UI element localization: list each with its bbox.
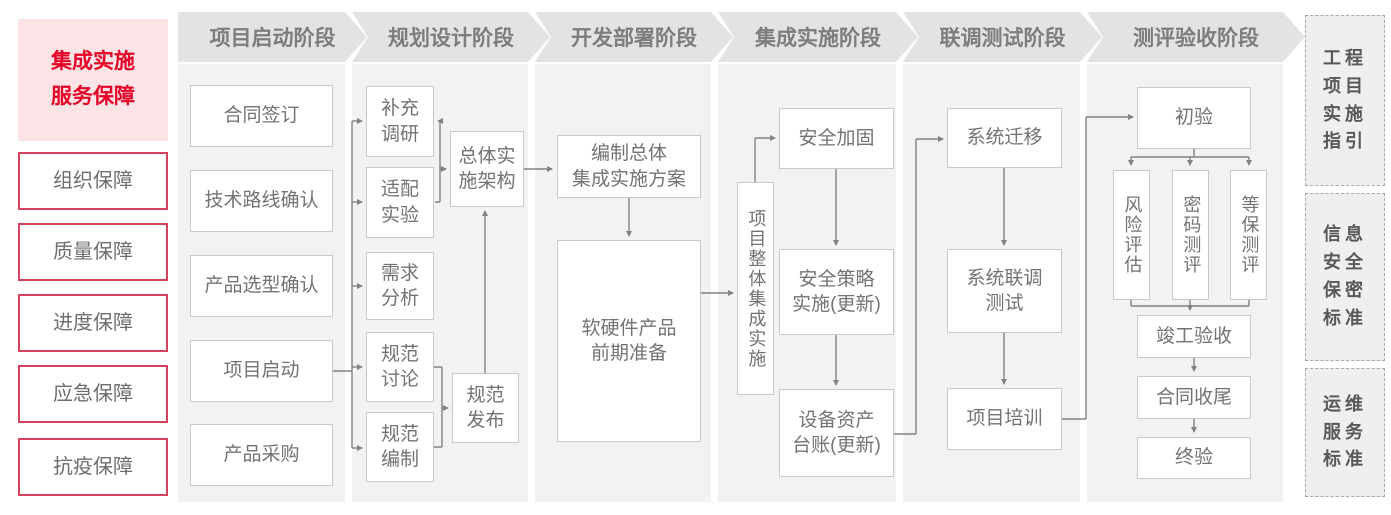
node-cryptography-evaluation: 密码测评 xyxy=(1172,170,1209,300)
node-overall-project-integration: 项目整体集成实施 xyxy=(737,182,774,395)
node-overall-implementation-architecture: 总体实 施架构 xyxy=(450,131,524,207)
sidebar-title: 集成实施 服务保障 xyxy=(18,19,168,141)
node-security-hardening: 安全加固 xyxy=(779,108,894,169)
node-completion-acceptance: 竣工验收 xyxy=(1137,315,1251,358)
node-tech-route-confirm: 技术路线确认 xyxy=(190,170,333,232)
node-supplementary-research: 补充 调研 xyxy=(366,86,434,157)
node-spec-release: 规范 发布 xyxy=(452,373,519,443)
node-system-joint-test: 系统联调 测试 xyxy=(947,249,1062,333)
node-contract-signing: 合同签订 xyxy=(190,85,333,147)
standard-project-implementation-guide: 工程 项目 实施 指引 xyxy=(1305,15,1385,186)
node-requirement-analysis: 需求 分析 xyxy=(366,252,434,320)
node-product-procurement: 产品采购 xyxy=(190,424,333,486)
phase-banner-integration: 集成实施阶段 xyxy=(718,12,918,62)
phase-banner-planning-design: 规划设计阶段 xyxy=(352,12,550,62)
phase-banner-joint-test: 联调测试阶段 xyxy=(903,12,1102,62)
phase-banner-dev-deploy: 开发部署阶段 xyxy=(535,12,733,62)
node-system-migration: 系统迁移 xyxy=(947,108,1062,168)
node-product-selection-confirm: 产品选型确认 xyxy=(190,255,333,317)
node-contract-closure: 合同收尾 xyxy=(1137,376,1251,419)
standard-om-service: 运维 服务 标准 xyxy=(1305,368,1385,497)
phase-label: 规划设计阶段 xyxy=(388,27,514,50)
node-risk-assessment: 风险评估 xyxy=(1113,170,1150,300)
phase-banner-project-start: 项目启动阶段 xyxy=(178,12,367,62)
sidebar-item-quality-guarantee: 质量保障 xyxy=(18,223,168,281)
sidebar-item-emergency-guarantee: 应急保障 xyxy=(18,365,168,423)
node-classified-protection-evaluation: 等保测评 xyxy=(1230,170,1267,300)
phase-banner-acceptance: 测评验收阶段 xyxy=(1087,12,1305,62)
phase-label: 测评验收阶段 xyxy=(1133,27,1259,50)
phase-label: 集成实施阶段 xyxy=(755,27,881,50)
node-adaptation-experiment: 适配 实验 xyxy=(366,167,434,238)
node-spec-drafting: 规范 编制 xyxy=(366,412,434,482)
node-spec-discussion: 规范 讨论 xyxy=(366,332,434,402)
sidebar-item-epidemic-guarantee: 抗疫保障 xyxy=(18,438,168,496)
sidebar-item-schedule-guarantee: 进度保障 xyxy=(18,294,168,352)
phase-label: 开发部署阶段 xyxy=(571,27,697,50)
node-hw-sw-preparation: 软硬件产品 前期准备 xyxy=(557,240,701,442)
node-final-acceptance: 终验 xyxy=(1137,437,1251,479)
standard-infosec-confidentiality: 信息 安全 保密 标准 xyxy=(1305,193,1385,361)
phase-label: 项目启动阶段 xyxy=(209,27,336,50)
node-project-training: 项目培训 xyxy=(947,388,1062,450)
sidebar-item-organization-guarantee: 组织保障 xyxy=(18,152,168,210)
node-overall-integration-plan: 编制总体 集成实施方案 xyxy=(557,135,701,198)
node-equipment-asset-ledger: 设备资产 台账(更新) xyxy=(779,389,894,477)
node-project-kickoff: 项目启动 xyxy=(190,340,333,402)
phase-label: 联调测试阶段 xyxy=(939,27,1066,50)
node-security-policy-implementation: 安全策略 实施(更新) xyxy=(779,249,894,335)
node-initial-acceptance: 初验 xyxy=(1137,87,1251,149)
